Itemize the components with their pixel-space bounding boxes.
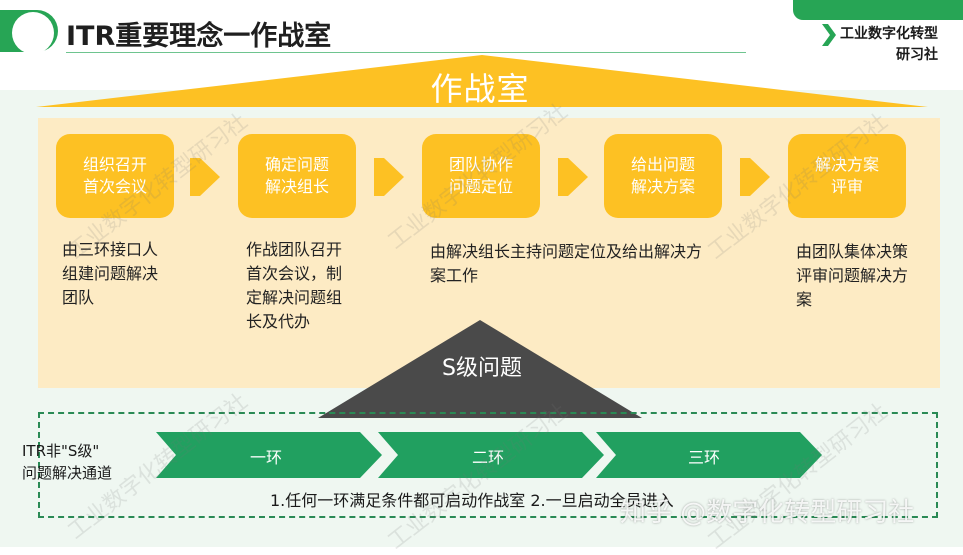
arrow-right-icon xyxy=(384,158,404,196)
page-title: ITR重要理念一作战室 xyxy=(66,21,332,52)
step-5-description: 由团队集体决策评审问题解决方案 xyxy=(796,242,909,309)
s-level-label: S级问题 xyxy=(442,356,522,381)
logo-circle-icon xyxy=(12,12,54,54)
arrow-4-body xyxy=(740,158,750,196)
step-1-label: 组织召开首次会议 xyxy=(82,155,147,196)
step-2-box: 确定问题解决组长 xyxy=(238,134,356,218)
arrow-right-icon xyxy=(568,158,588,196)
itr-channel-label-line1: ITR非"S级" xyxy=(22,442,100,460)
step-1-description: 由三环接口人组建问题解决团队 xyxy=(62,240,159,307)
step-3-box: 团队协作问题定位 xyxy=(422,134,540,218)
brand-bar xyxy=(793,0,963,20)
arrow-1-body xyxy=(190,158,200,196)
arrow-right-icon xyxy=(750,158,770,196)
ring-1-label: 一环 xyxy=(249,448,282,467)
itr-channel-box xyxy=(38,412,938,518)
ring-2-label: 二环 xyxy=(471,448,504,467)
brand-name-line2: 研习社 xyxy=(896,47,938,63)
step-1-box: 组织召开首次会议 xyxy=(56,134,174,218)
chevron-right-icon xyxy=(822,24,836,46)
arrow-2-body xyxy=(374,158,384,196)
step-5-box: 解决方案评审 xyxy=(788,134,906,218)
watermark-credit: 知乎 @数字化转型研习社 xyxy=(620,498,915,528)
step-4-label: 给出问题解决方案 xyxy=(630,155,695,196)
ring-3-label: 三环 xyxy=(687,448,720,467)
ring-2-chevron xyxy=(378,432,604,478)
step-3-label: 团队协作问题定位 xyxy=(448,155,513,196)
brand-name-line1: 工业数字化转型 xyxy=(840,26,938,42)
step-4-box: 给出问题解决方案 xyxy=(604,134,722,218)
arrow-right-icon xyxy=(200,158,220,196)
itr-channel-label: ITR非"S级" 问题解决通道 xyxy=(22,440,112,484)
step-2-label: 确定问题解决组长 xyxy=(264,155,329,196)
arrow-3-body xyxy=(558,158,568,196)
step-5-label: 解决方案评审 xyxy=(814,155,879,196)
ring-3-chevron xyxy=(596,432,822,478)
itr-channel-label-line2: 问题解决通道 xyxy=(22,464,113,482)
title-underline xyxy=(66,52,746,53)
step-3-4-description: 由解决组长主持问题定位及给出解决方案工作 xyxy=(430,242,703,285)
step-2-description: 作战团队召开首次会议，制定解决问题组长及代办 xyxy=(246,240,343,331)
ring-1-chevron xyxy=(156,432,382,478)
s-level-triangle xyxy=(318,320,642,418)
channel-note: 1.任何一环满足条件都可启动作战室 2.一旦启动全员进入 xyxy=(270,491,674,510)
war-room-title: 作战室 xyxy=(430,70,530,108)
logo-badge xyxy=(0,10,58,54)
war-room-roof xyxy=(36,55,928,107)
